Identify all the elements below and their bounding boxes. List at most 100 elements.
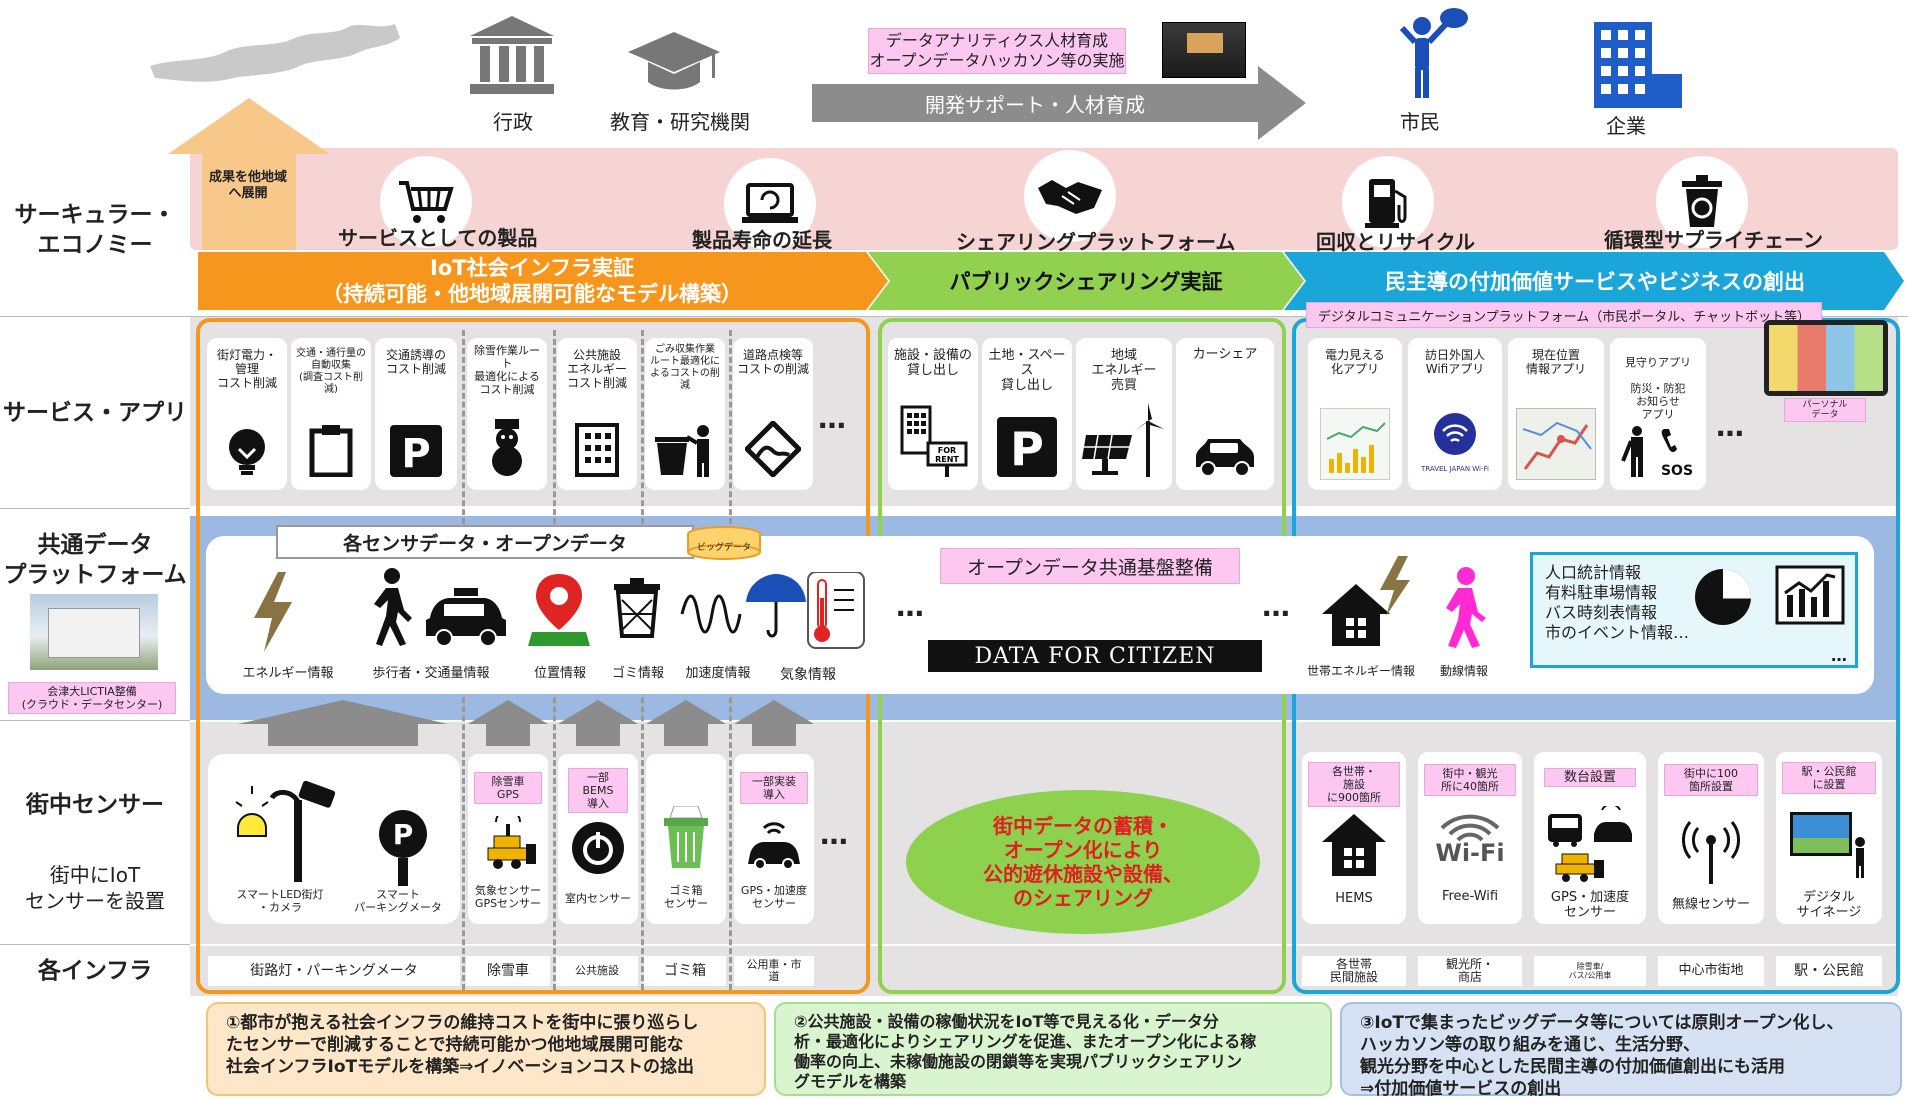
digital-signage-icon xyxy=(1790,812,1870,881)
shopping-cart-icon xyxy=(380,156,472,248)
platform-sensor-label: エネルギー情報 xyxy=(242,666,334,681)
bigdata-cylinder-icon: ビッグデータ xyxy=(686,526,762,560)
company-building-icon xyxy=(1588,22,1688,112)
bulldozer-icon xyxy=(478,809,538,873)
more-ellipsis: … xyxy=(1262,590,1290,623)
more-ellipsis: … xyxy=(896,590,924,623)
service-card-wifi-app[interactable]: 訪日外国人 Wifiアプリ TRAVEL JAPAN Wi-Fi xyxy=(1408,338,1502,490)
service-card-label: 公共施設 エネルギー コスト削減 xyxy=(566,348,627,390)
citizen-label: 市民 xyxy=(1400,110,1440,134)
up-arrow xyxy=(558,700,638,750)
power-button-icon xyxy=(570,820,626,879)
sensor-card-label: GPS・加速度 センサー xyxy=(1550,890,1630,920)
building-icon xyxy=(575,423,619,480)
bus-car-bulldozer-icon xyxy=(1544,803,1636,885)
sensor-card-garbage[interactable]: ゴミ箱 センサー xyxy=(646,754,726,924)
service-card-energy-trade[interactable]: 地域 エネルギー 売買 xyxy=(1076,338,1172,490)
service-card-road[interactable]: 道路点検等 コストの削減 xyxy=(733,338,813,490)
pie-chart-icon xyxy=(1693,567,1753,631)
service-card-traffic[interactable]: 交通・通行量の 自動収集 (調査コスト削減) xyxy=(291,338,371,490)
service-card-label: 道路点検等 コストの削減 xyxy=(736,348,809,376)
flow-info-label: 動線情報 xyxy=(1439,664,1488,678)
service-card-streetlight[interactable]: 街灯電力・ 管理 コスト削減 xyxy=(207,338,287,490)
sensor-card-vehicle-gps[interactable]: 数台設置 GPS・加速度 センサー xyxy=(1534,752,1646,924)
stats-item: バス時刻表情報 xyxy=(1545,603,1658,622)
service-card-public-facility[interactable]: 公共施設 エネルギー コスト削減 xyxy=(557,338,637,490)
waste-bin-icon xyxy=(612,576,662,642)
house-icon xyxy=(1320,812,1388,881)
service-card-label: 交通誘導の コスト削減 xyxy=(385,348,446,376)
sensor-card-label: 気象センサー GPSセンサー xyxy=(474,884,542,910)
sensor-tag: 一部 BEMS 導入 xyxy=(568,768,628,813)
infra-item: 中心市街地 xyxy=(1658,956,1764,986)
row-divider xyxy=(0,720,190,721)
sensor-card-snow-gps[interactable]: 除雪車 GPS 気象センサー GPSセンサー xyxy=(468,754,548,924)
smart-parking-meter-icon: P xyxy=(376,808,430,889)
service-card-carshare[interactable]: カーシェア xyxy=(1176,338,1274,490)
infra-item: 除雪車 xyxy=(466,956,550,986)
trash-person-icon xyxy=(653,423,717,480)
phase-label-sharing: パブリックシェアリング実証 xyxy=(949,270,1223,294)
up-arrow xyxy=(238,700,448,750)
svg-text:RENT: RENT xyxy=(935,455,959,464)
chart-screenshot-icon xyxy=(1320,408,1390,480)
phase-label-iot: IoT社会インフラ実証 （持続可能・他地域展開可能なモデル構築） xyxy=(322,256,742,306)
training-note: データアナリティクス人材育成 オープンデータハッカソン等の実施 xyxy=(868,28,1126,74)
clipboard-icon xyxy=(308,423,354,480)
road-sign-icon xyxy=(743,419,803,480)
summary-box-private: ③IoTで集まったビッグデータ等については原則オープン化し、 ハッカソン等の取り… xyxy=(1340,1002,1902,1099)
green-bin-icon xyxy=(660,805,712,873)
row-divider xyxy=(0,944,190,945)
circular-row-label: サーキュラー・ エコノミー xyxy=(14,202,176,258)
platform-sensor-label: 加速度情報 xyxy=(685,666,751,681)
sensor-card-streetlight-parking[interactable]: P スマートLED街灯 ・カメラ スマート パーキングメータ xyxy=(208,754,460,924)
sensor-card-hems[interactable]: 各世帯・ 施設 に900箇所 HEMS xyxy=(1302,752,1406,924)
streetlight-camera-icon xyxy=(232,780,344,887)
svg-text:FOR: FOR xyxy=(938,446,956,455)
travel-wifi-caption: TRAVEL JAPAN Wi-Fi xyxy=(1421,465,1489,473)
circular-item-4: 循環型サプライチェーン xyxy=(1604,228,1823,252)
service-card-power-app[interactable]: 電力見える 化アプリ xyxy=(1308,338,1402,490)
sensor-card-indoor[interactable]: 一部 BEMS 導入 室内センサー xyxy=(558,754,638,924)
data-for-citizen-logo: DATA FOR CITIZEN xyxy=(928,640,1262,672)
platform-sensor-label: 歩行者・交通量情報 xyxy=(372,666,490,681)
sensor-card-label: 室内センサー xyxy=(565,892,631,905)
phase-arrow-sharing: パブリックシェアリング実証 xyxy=(868,252,1304,310)
recycle-bin-icon xyxy=(1656,156,1748,248)
lictia-label: 会津大LICTIA整備 (クラウド・データセンター) xyxy=(8,682,176,714)
citizen-icon xyxy=(1392,4,1472,104)
service-card-label: ごみ収集作業 ルート最適化に よるコストの削減 xyxy=(650,344,720,391)
digital-platform-label: デジタルコミュニケーションプラットフォーム（市民ポータル、チャットボット等） xyxy=(1306,302,1822,328)
service-card-land-rental[interactable]: 土地・スペース 貸し出し P xyxy=(982,338,1072,490)
service-card-location-app[interactable]: 現在位置 情報アプリ xyxy=(1508,338,1604,490)
svg-text:P: P xyxy=(1010,422,1044,476)
service-card-label: 現在位置 情報アプリ xyxy=(1525,348,1586,376)
sensor-tag: 一部実装 導入 xyxy=(740,772,808,804)
service-card-label: 土地・スペース 貸し出し xyxy=(988,348,1066,393)
sensor-card-gps-accel[interactable]: 一部実装 導入 GPS・加速度 センサー xyxy=(734,754,814,924)
sensor-card-free-wifi[interactable]: 街中・観光 所に40箇所 Wi-Fi Free-Wifi xyxy=(1418,752,1522,924)
service-card-label: 街灯電力・ 管理 コスト削減 xyxy=(216,348,277,390)
infra-item: 公共施設 xyxy=(556,956,638,986)
sensor-tag: 各世帯・ 施設 に900箇所 xyxy=(1308,762,1400,807)
service-card-label: 交通・通行量の 自動収集 (調査コスト削減) xyxy=(296,348,366,395)
circular-item-1: 製品寿命の延長 xyxy=(692,228,832,252)
service-card-traffic-guidance[interactable]: 交通誘導の コスト削減 P xyxy=(375,338,457,490)
service-card-snow[interactable]: 除雪作業ルート 最適化による コスト削減 xyxy=(467,338,547,490)
sensor-card-signage[interactable]: 駅・公民館 に設置 デジタル サイネージ xyxy=(1776,752,1882,924)
sensor-card-label: スマート パーキングメータ xyxy=(354,888,442,914)
sensor-card-label: ゴミ箱 センサー xyxy=(664,884,708,910)
service-card-watch-app[interactable]: 見守りアプリ 防災・防犯 お知らせ アプリ SOS xyxy=(1610,338,1706,490)
stats-item: 有料駐車場情報 xyxy=(1545,583,1658,602)
support-arrow: 開発サポート・人材育成 xyxy=(812,66,1306,140)
sensor-card-wireless[interactable]: 街中に100 箇所設置 無線センサー xyxy=(1658,752,1764,924)
wave-icon xyxy=(680,594,742,638)
map-screenshot-icon xyxy=(1516,408,1596,480)
sensor-card-label: スマートLED街灯 ・カメラ xyxy=(236,888,324,914)
service-card-garbage[interactable]: ごみ収集作業 ルート最適化に よるコストの削減 xyxy=(645,338,725,490)
service-row-label: サービス・アプリ xyxy=(3,400,187,426)
service-card-label: 訪日外国人 Wifiアプリ xyxy=(1424,348,1485,376)
handshake-icon xyxy=(1024,150,1116,242)
sharing-bubble: 街中データの蓄積・ オープン化により 公的遊休施設や設備、 のシェアリング xyxy=(906,790,1260,934)
